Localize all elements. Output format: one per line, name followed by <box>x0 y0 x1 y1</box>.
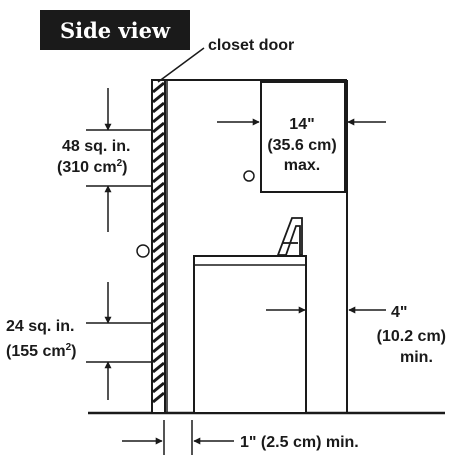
upper-vent-dimension <box>86 88 152 232</box>
upper-vent-area-label: 48 sq. in. <box>62 138 130 155</box>
lower-vent-metric-label: (155 cm2) <box>6 342 76 360</box>
cabinet-depth-metric-label: (35.6 cm) <box>267 137 336 154</box>
rear-clearance-qualifier-label: min. <box>400 349 433 366</box>
lower-vent-area-label: 24 sq. in. <box>6 318 74 335</box>
washer-control-panel <box>276 217 303 256</box>
closet-door <box>151 79 166 414</box>
front-clearance-label: 1" (2.5 cm) min. <box>240 434 359 451</box>
front-clearance-dimension <box>122 420 234 455</box>
closet-door-leader <box>157 47 205 83</box>
upper-vent-metric-label: (310 cm2) <box>57 158 127 176</box>
cabinet-depth-label: 14" <box>289 116 314 133</box>
cabinet-knob <box>243 170 255 182</box>
cabinet-depth-qualifier-label: max. <box>284 157 320 174</box>
door-knob <box>136 244 150 258</box>
rear-clearance-metric-label: (10.2 cm) <box>377 328 446 345</box>
closet-door-label: closet door <box>208 37 294 54</box>
washer <box>193 255 307 414</box>
lower-vent-dimension <box>86 282 152 400</box>
rear-clearance-label: 4" <box>391 304 407 321</box>
title-text: Side view <box>60 18 171 43</box>
title-badge <box>40 10 190 50</box>
upper-cabinet <box>260 81 346 193</box>
